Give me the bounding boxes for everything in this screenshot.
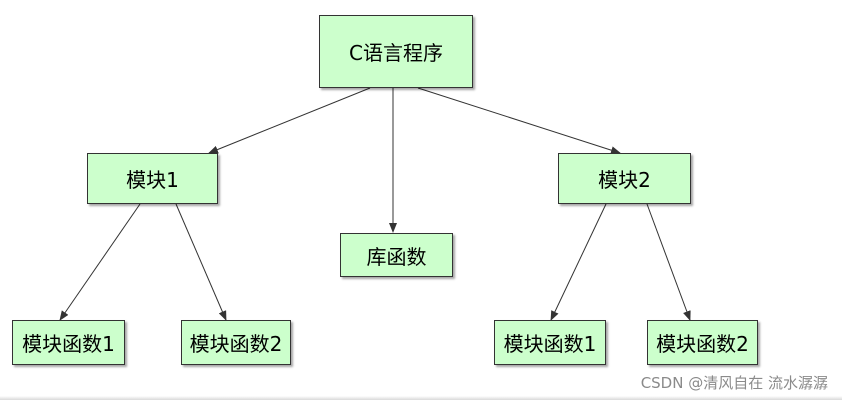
node-module-1: 模块1 [87, 153, 218, 204]
edge-module1-to-func1 [59, 203, 141, 321]
node-module-1-function-2: 模块函数2 [181, 320, 291, 365]
node-module-2-function-1: 模块函数1 [494, 320, 606, 365]
node-module-2: 模块2 [558, 153, 691, 204]
edge-root-to-module1 [208, 87, 371, 154]
node-module-1-function-1: 模块函数1 [12, 320, 125, 365]
node-library-functions: 库函数 [340, 233, 453, 277]
node-module-2-function-2: 模块函数2 [647, 320, 758, 365]
edge-module2-to-func2 [646, 203, 691, 321]
csdn-watermark: CSDN @清风自在 流水潺潺 [640, 374, 828, 392]
edge-root-to-module2 [417, 87, 621, 155]
edge-module1-to-func2 [175, 203, 227, 321]
edge-module2-to-func1 [550, 203, 607, 321]
bottom-divider [0, 396, 842, 400]
node-c-program: C语言程序 [319, 15, 473, 88]
